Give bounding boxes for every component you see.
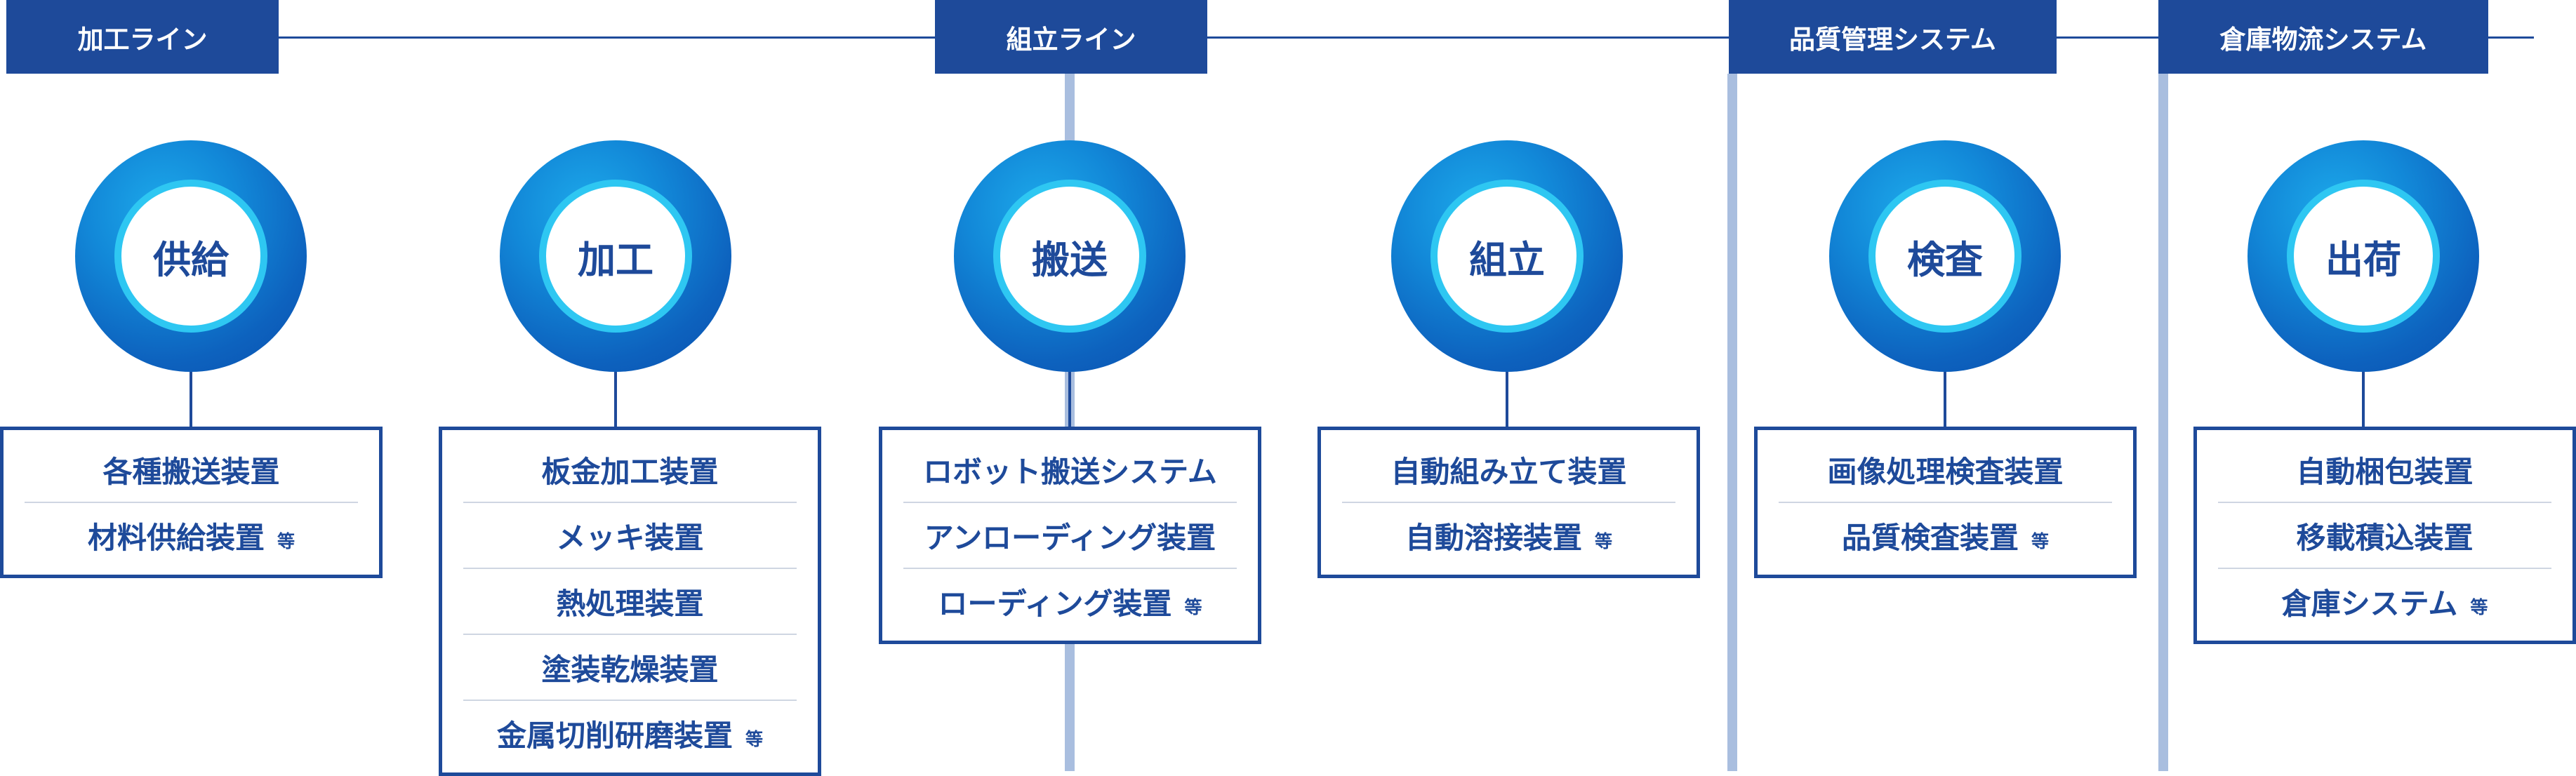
stage-connector	[614, 372, 617, 427]
equipment-text: ロボット搬送システム	[923, 454, 1217, 489]
etc-suffix: 等	[745, 729, 764, 749]
equipment-text: 熱処理装置	[556, 586, 704, 621]
stage-label: 搬送	[1000, 187, 1139, 326]
equipment-text: 倉庫システム	[2281, 586, 2458, 621]
equipment-text: 塗装乾燥装置	[541, 652, 719, 687]
stage-label: 検査	[1875, 187, 2014, 326]
stage-label: 出荷	[2294, 187, 2433, 326]
equipment-item: 画像処理検査装置	[1779, 437, 2112, 502]
equipment-item: 自動梱包装置	[2218, 437, 2551, 502]
equipment-item: アンローディング装置	[903, 502, 1237, 568]
equipment-item: 移載積込装置	[2218, 502, 2551, 568]
equipment-item: メッキ装置	[463, 502, 797, 568]
stage-label: 供給	[121, 187, 260, 326]
equipment-item: 塗装乾燥装置	[463, 634, 797, 700]
divider-line-hinshitsu	[1727, 74, 1737, 771]
equipment-text: 画像処理検査装置	[1827, 454, 2064, 489]
equipment-box-kumitate: 自動組み立て装置 自動溶接装置等	[1317, 427, 1700, 578]
equipment-item: ロボット搬送システム	[903, 437, 1237, 502]
stage-kensa: 検査	[1829, 140, 2061, 372]
line-label-hinshitsu: 品質管理システム	[1729, 0, 2057, 74]
equipment-item: ローディング装置等	[903, 568, 1237, 634]
equipment-text: 金属切削研磨装置	[496, 718, 733, 753]
equipment-text: 品質検査装置	[1841, 520, 2019, 555]
top-connector-line	[267, 36, 2534, 39]
equipment-box-hansou: ロボット搬送システム アンローディング装置 ローディング装置等	[879, 427, 1261, 644]
equipment-item: 金属切削研磨装置等	[463, 700, 797, 765]
stage-shukka: 出荷	[2248, 140, 2479, 372]
equipment-text: 材料供給装置	[87, 520, 265, 555]
stage-kakou: 加工	[500, 140, 731, 372]
equipment-text: 移載積込装置	[2296, 520, 2474, 555]
equipment-item: 自動溶接装置等	[1342, 502, 1675, 568]
equipment-text: 自動溶接装置	[1405, 520, 1582, 555]
stage-connector	[1068, 372, 1071, 427]
etc-suffix: 等	[1184, 597, 1202, 617]
equipment-text: ローディング装置	[938, 586, 1172, 621]
equipment-item: 各種搬送装置	[25, 437, 358, 502]
equipment-text: 自動組み立て装置	[1390, 454, 1627, 489]
stage-hansou: 搬送	[954, 140, 1186, 372]
etc-suffix: 等	[2470, 597, 2488, 617]
line-label-kakou: 加工ライン	[6, 0, 279, 74]
etc-suffix: 等	[1595, 531, 1613, 551]
equipment-item: 倉庫システム等	[2218, 568, 2551, 634]
line-label-souko: 倉庫物流システム	[2158, 0, 2488, 74]
stage-label: 組立	[1438, 187, 1576, 326]
equipment-box-shukka: 自動梱包装置 移載積込装置 倉庫システム等	[2193, 427, 2576, 644]
equipment-item: 品質検査装置等	[1779, 502, 2112, 568]
stage-kyokyu: 供給	[75, 140, 307, 372]
stage-connector	[2362, 372, 2365, 427]
stage-label: 加工	[546, 187, 685, 326]
stage-connector	[190, 372, 192, 427]
line-label-kumitate: 組立ライン	[935, 0, 1207, 74]
equipment-item: 自動組み立て装置	[1342, 437, 1675, 502]
stage-connector	[1506, 372, 1508, 427]
etc-suffix: 等	[2031, 531, 2050, 551]
equipment-item: 材料供給装置等	[25, 502, 358, 568]
equipment-text: 板金加工装置	[541, 454, 719, 489]
equipment-text: アンローディング装置	[924, 520, 1216, 555]
stage-connector	[1944, 372, 1946, 427]
equipment-item: 板金加工装置	[463, 437, 797, 502]
stage-kumitate: 組立	[1391, 140, 1623, 372]
equipment-item: 熱処理装置	[463, 568, 797, 634]
divider-line-souko	[2158, 74, 2168, 771]
equipment-text: 各種搬送装置	[102, 454, 280, 489]
equipment-box-kakou: 板金加工装置 メッキ装置 熱処理装置 塗装乾燥装置 金属切削研磨装置等	[439, 427, 821, 776]
equipment-text: メッキ装置	[556, 520, 704, 555]
etc-suffix: 等	[277, 531, 296, 551]
equipment-text: 自動梱包装置	[2296, 454, 2474, 489]
equipment-box-kensa: 画像処理検査装置 品質検査装置等	[1754, 427, 2137, 578]
equipment-box-kyokyu: 各種搬送装置 材料供給装置等	[0, 427, 383, 578]
